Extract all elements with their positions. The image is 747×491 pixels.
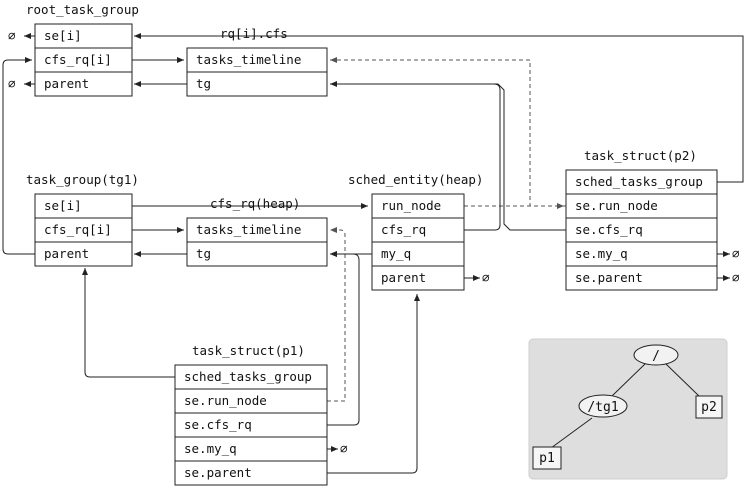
task-struct-p2-struct: task_struct(p2) sched_tasks_group se.run… (565, 148, 718, 291)
heap-field-runnode: run_node (381, 198, 441, 213)
root-cfs-rq-struct: tasks_timeline tg (186, 47, 328, 97)
p2-field-parent: se.parent (575, 270, 643, 285)
tree-node-p2 (695, 395, 723, 419)
root-cfsrq-field-timeline: tasks_timeline (196, 52, 301, 67)
p1-field-runnode: se.run_node (184, 393, 267, 408)
sched-entity-heap-struct: sched_entity(heap) run_node cfs_rq my_q … (348, 172, 483, 291)
null-p2-parent: ∅ (732, 270, 740, 285)
p2-field-sched-group: sched_tasks_group (575, 174, 703, 189)
tg1-field-parent: parent (44, 246, 89, 261)
root-task-group-title: root_task_group (26, 2, 139, 17)
tg1-field-cfsrq: cfs_rq[i] (44, 222, 112, 237)
p2-title: task_struct(p2) (584, 148, 697, 163)
inset-background (528, 338, 728, 480)
p2-field-runnode: se.run_node (575, 198, 658, 213)
null-root-parent: ∅ (8, 76, 16, 91)
p2-field-myq: se.my_q (575, 246, 628, 261)
edge-label-cfs-rq-heap: cfs_rq(heap) (210, 196, 300, 211)
root-cfsrq-field-tg: tg (196, 76, 211, 91)
edge-p1-runnode-tg1-timeline (327, 227, 346, 402)
heap-field-cfsrq: cfs_rq (381, 222, 426, 237)
p1-field-myq: se.my_q (184, 441, 237, 456)
root-field-parent: parent (44, 76, 89, 91)
p1-field-sched-group: sched_tasks_group (184, 369, 312, 384)
tg1-cfsrq-field-timeline: tasks_timeline (196, 222, 301, 237)
heap-title: sched_entity(heap) (348, 172, 483, 187)
edge-heap-cfsrq-root (330, 83, 501, 231)
edge-p2-sched-group-root (134, 33, 744, 183)
p1-field-parent: se.parent (184, 465, 252, 480)
edge-p1-sched-group-tg1 (82, 268, 175, 378)
null-heap-parent: ∅ (482, 270, 490, 285)
heap-field-myq: my_q (381, 246, 411, 261)
root-field-cfsrq: cfs_rq[i] (44, 52, 112, 67)
hierarchy-inset: / /tg1 p2 p1 (528, 338, 728, 480)
tree-node-tg1 (578, 394, 628, 418)
root-task-group-struct: root_task_group se[i] cfs_rq[i] parent (26, 2, 139, 97)
tree-node-p1-label: p1 (539, 451, 555, 466)
p1-field-cfsrq: se.cfs_rq (184, 417, 252, 432)
tree-node-root-label: / (652, 349, 660, 364)
null-p1-myq: ∅ (340, 441, 348, 456)
tree-node-root (633, 344, 679, 366)
tree-node-p1 (532, 446, 562, 470)
root-field-se: se[i] (44, 28, 82, 43)
tree-node-tg1-label: /tg1 (587, 400, 618, 415)
task-struct-p1-struct: task_struct(p1) sched_tasks_group se.run… (174, 343, 328, 486)
tg1-field-se: se[i] (44, 198, 82, 213)
tree-node-p2-label: p2 (701, 400, 717, 415)
null-root-se: ∅ (8, 28, 16, 43)
edge-p1-cfsrq-tg1 (327, 251, 360, 426)
edge-p1-parent-heap (327, 294, 420, 474)
p2-field-cfsrq: se.cfs_rq (575, 222, 643, 237)
edge-label-rq-cfs: rq[i].cfs (220, 26, 288, 41)
tg1-title: task_group(tg1) (26, 172, 139, 187)
null-p2-myq: ∅ (732, 246, 740, 261)
connectors (2, 33, 744, 474)
tg1-cfs-rq-struct: tasks_timeline tg (186, 217, 328, 267)
heap-field-parent: parent (381, 270, 426, 285)
p1-title: task_struct(p1) (192, 343, 305, 358)
edge-tg1-parent-root (2, 57, 35, 255)
task-group-tg1-struct: task_group(tg1) se[i] cfs_rq[i] parent (26, 172, 139, 267)
tg1-cfsrq-field-tg: tg (196, 246, 211, 261)
